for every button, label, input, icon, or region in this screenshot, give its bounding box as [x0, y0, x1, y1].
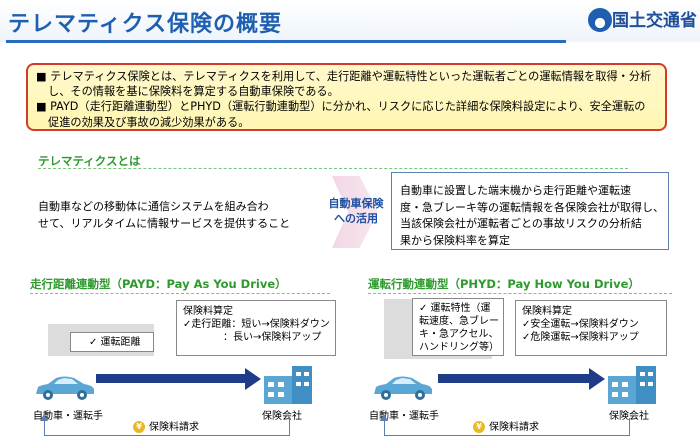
payd-factor-card: ✓ 運転距離 [70, 332, 154, 352]
payd-calc-line: ：長い→保険料アップ [183, 332, 322, 343]
summary-line: し、その情報を基に保険料を算定する自動車保険である。 [48, 85, 339, 99]
summary-line: ■ テレマティクス保険とは、テレマティクスを利用して、走行距離や運転特性といった… [36, 70, 652, 83]
phyd-billing-label: 保険料請求 [489, 422, 539, 433]
phyd-car-label: 自動車・運転手 [369, 411, 439, 422]
arrow-right-icon [245, 368, 261, 390]
mechanism-line: 当該保険会社が運転者ごとの事故リスクの分析結 [400, 217, 642, 230]
payd-rule [30, 293, 330, 294]
mechanism-line: 度・急ブレーキ等の運転情報を各保険会社が取得し、 [400, 200, 664, 214]
payd-calc-line: 保険料算定 [183, 306, 233, 317]
payd-billing-loop [44, 418, 290, 436]
definition-line: 自動車などの移動体に通信システムを組み合わ [38, 200, 269, 213]
phyd-billing: ¥ 保険料請求 [470, 418, 542, 433]
ministry-name: 国土交通省 [612, 11, 697, 31]
car-icon [36, 376, 94, 400]
phyd-calc-line: ✓危険運転→保険料アップ [522, 332, 639, 343]
payd-billing: ¥ 保険料請求 [130, 418, 202, 433]
usage-label-line: 自動車保険 [328, 197, 384, 210]
phyd-billing-loop [384, 418, 630, 436]
definition-line: せて、リアルタイムに情報サービスを提供すること [38, 217, 291, 230]
phyd-factor-card: ✓ 運転特性（運転速度、急ブレーキ・急アクセル、ハンドリング等） [412, 298, 504, 356]
phyd-info-arrow [438, 374, 590, 383]
header-band [0, 0, 700, 42]
telematics-definition: 自動車などの移動体に通信システムを組み合わ せて、リアルタイムに情報サービスを提… [38, 198, 290, 232]
car-icon [374, 376, 432, 400]
payd-calc-line: ✓走行距離：短い→保険料ダウン [183, 319, 330, 330]
phyd-title: 運転行動連動型（PHYD：Pay How You Drive） [368, 277, 640, 291]
mechanism-box: 自動車に設置した端末機から走行距離や運転速 度・急ブレーキ等の運転情報を各保険会… [391, 172, 669, 250]
ministry-logo-icon [588, 8, 612, 32]
phyd-calc-card: 保険料算定 ✓安全運転→保険料ダウン ✓危険運転→保険料アップ [515, 300, 667, 356]
building-icon [264, 366, 312, 404]
summary-line: ■ PAYD（走行距離連動型）とPHYD（運転行動連動型）に分かれ、リスクに応じ… [36, 100, 646, 114]
summary-line: 促進の効果及び事故の減少効果がある。 [48, 115, 250, 129]
yen-coin-icon: ¥ [133, 421, 145, 433]
payd-calc-card: 保険料算定 ✓走行距離：短い→保険料ダウン ：長い→保険料アップ [176, 300, 336, 356]
arrow-up-icon [380, 414, 388, 421]
phyd-rule [368, 293, 672, 294]
page-title: テレマティクス保険の概要 [8, 12, 283, 37]
payd-billing-label: 保険料請求 [149, 422, 199, 433]
phyd-calc-line: 保険料算定 [522, 306, 572, 317]
usage-label: 自動車保険 への活用 [312, 196, 400, 226]
payd-title: 走行距離連動型（PAYD：Pay As You Drive） [30, 277, 287, 291]
title-rule [6, 40, 566, 43]
payd-info-arrow [96, 374, 246, 383]
mechanism-line: 自動車に設置した端末機から走行距離や運転速 [400, 184, 631, 197]
phyd-calc-line: ✓安全運転→保険料ダウン [522, 319, 639, 330]
arrow-up-icon [40, 414, 48, 421]
summary-box: ■ テレマティクス保険とは、テレマティクスを利用して、走行距離や運転特性といった… [26, 63, 667, 131]
yen-coin-icon: ¥ [473, 421, 485, 433]
building-icon [608, 366, 656, 404]
payd-car-label: 自動車・運転手 [33, 411, 103, 422]
mechanism-line: 果から保険料率を算定 [400, 233, 510, 247]
usage-label-line: への活用 [334, 212, 378, 225]
payd-insurer-label: 保険会社 [262, 411, 302, 422]
section-title-telematics: テレマティクスとは [38, 154, 141, 168]
phyd-insurer-label: 保険会社 [609, 411, 649, 422]
section-rule [38, 168, 628, 169]
arrow-right-icon [589, 368, 605, 390]
